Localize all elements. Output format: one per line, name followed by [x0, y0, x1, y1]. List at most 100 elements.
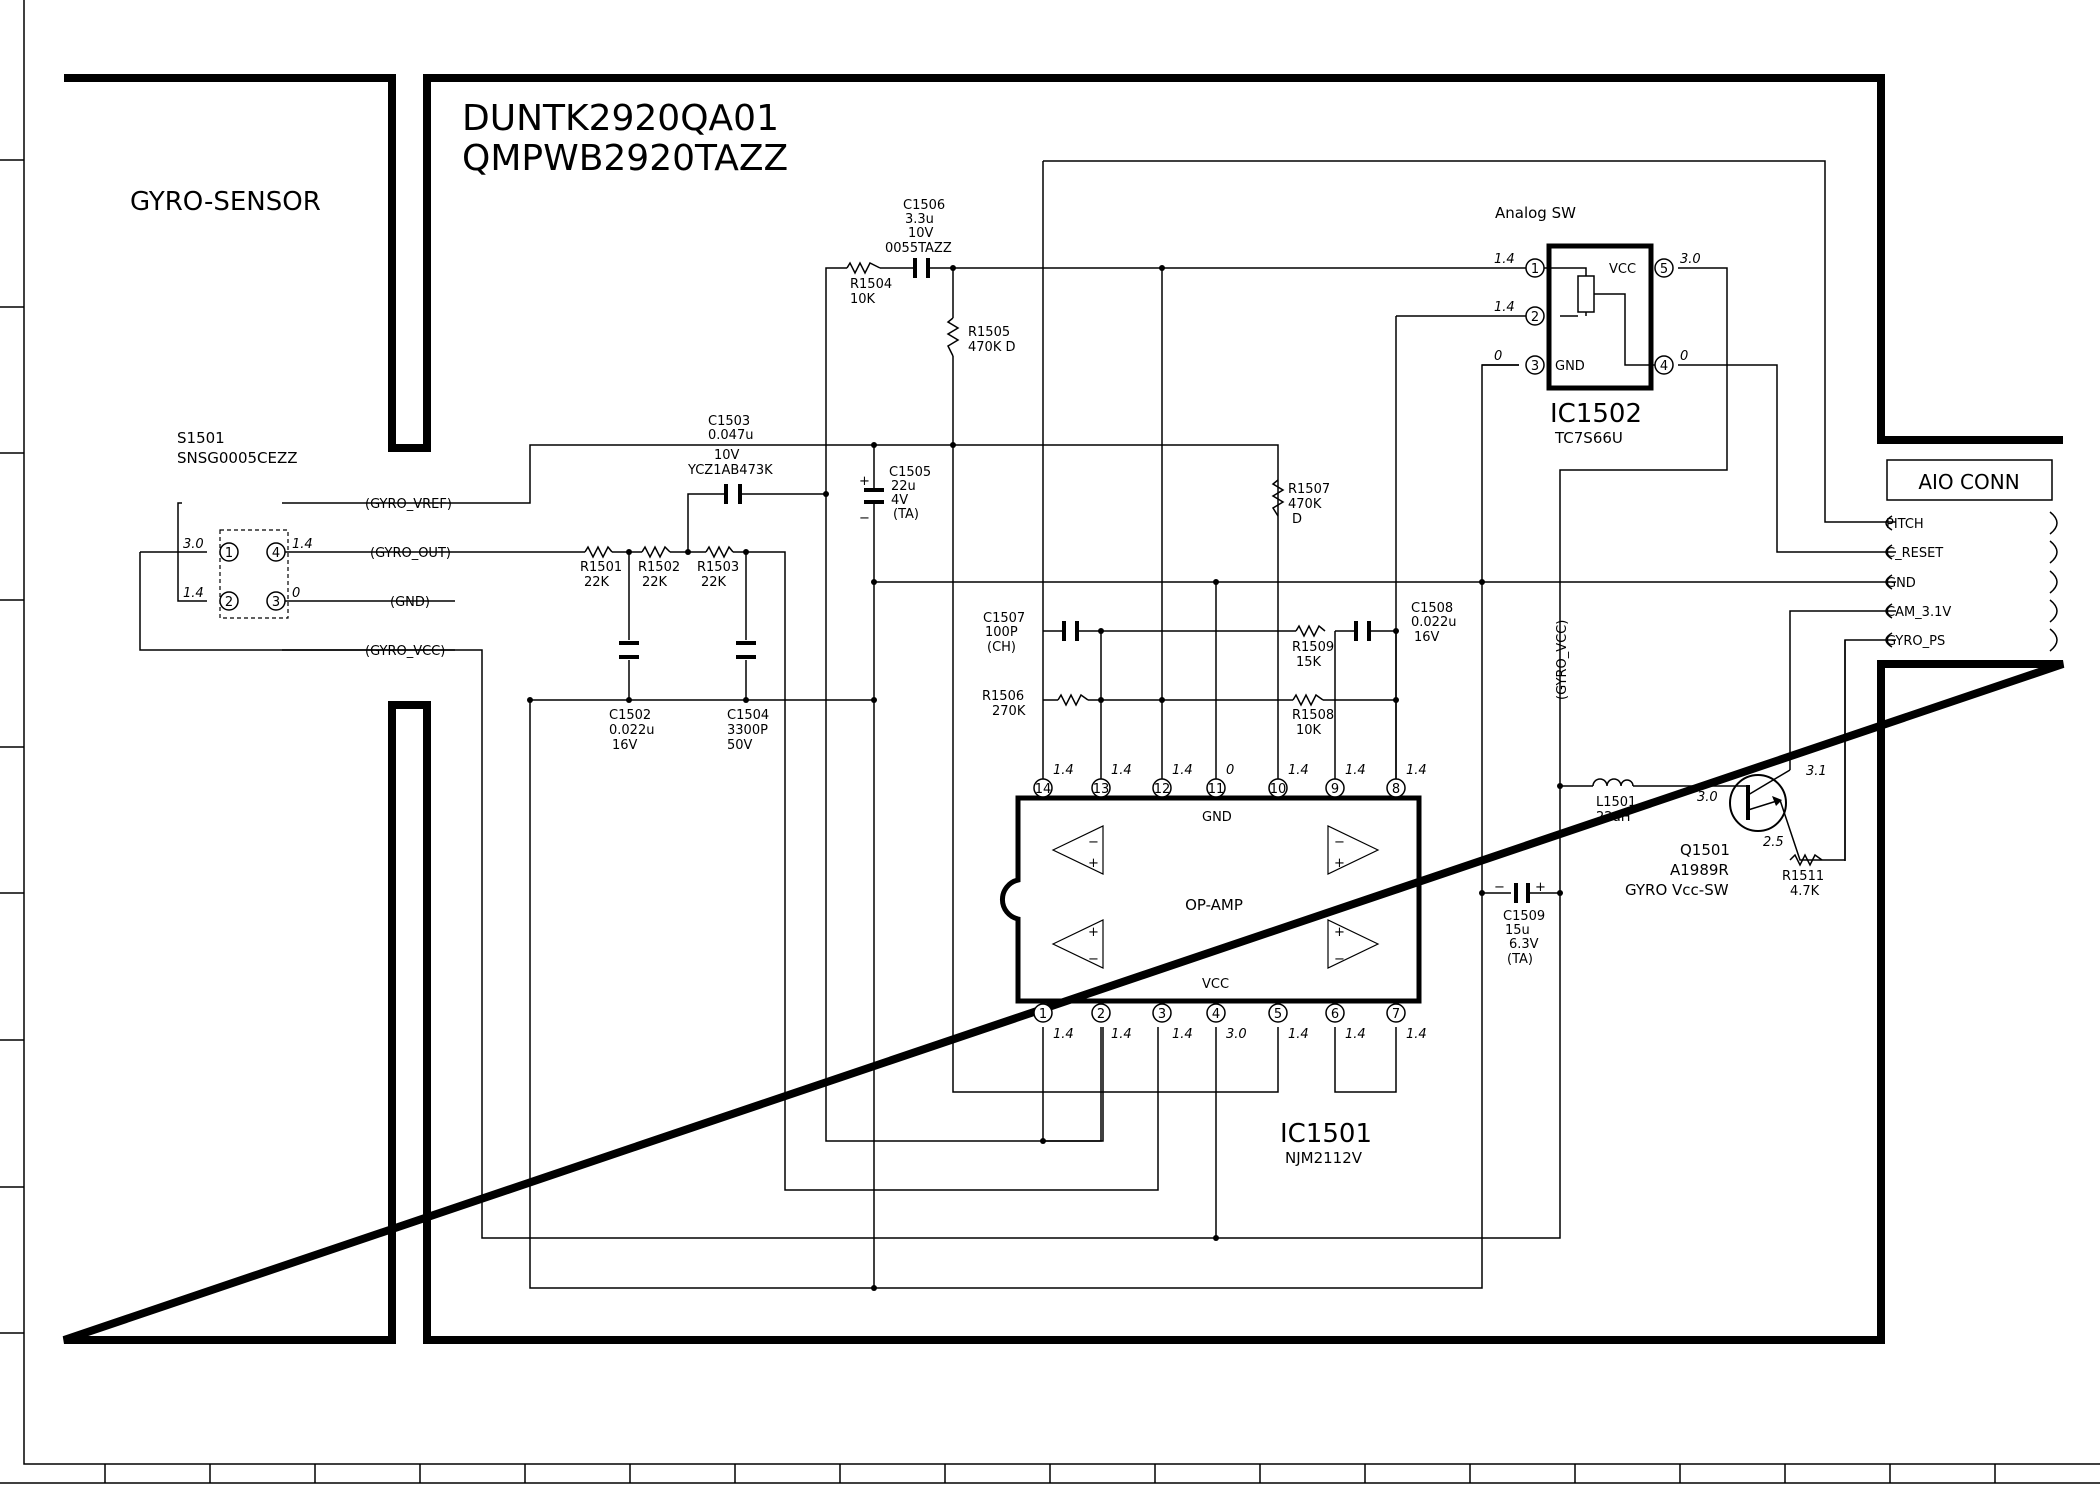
ic1501-pin: [1386, 778, 1406, 798]
q1501-volt-b: 2.5: [1763, 835, 1784, 850]
svg-text:3.3u: 3.3u: [905, 212, 934, 227]
svg-text:YCZ1AB473K: YCZ1AB473K: [687, 463, 773, 478]
ic1501-pin: [1325, 778, 1345, 798]
svg-text:SNSG0005CEZZ: SNSG0005CEZZ: [177, 449, 298, 467]
ic1501-pin: [1325, 1003, 1345, 1023]
svg-text:S1501: S1501: [177, 429, 225, 447]
conn-pin: GND: [1885, 570, 2058, 594]
svg-text:16V: 16V: [1414, 630, 1440, 645]
svg-text:A1989R: A1989R: [1670, 861, 1729, 879]
aio-conn-label: AIO CONN: [1918, 470, 2019, 494]
ic1501-pin-voltage: 1.4: [1111, 1027, 1132, 1042]
ic1501-pin-voltage: 1.4: [1406, 1027, 1427, 1042]
svg-text:470K: 470K: [1288, 497, 1322, 512]
svg-text:+: +: [1088, 856, 1099, 871]
ic1501-pin-voltage: 1.4: [1172, 1027, 1193, 1042]
svg-text:R1506: R1506: [982, 689, 1024, 704]
svg-text:15K: 15K: [1296, 655, 1322, 670]
svg-text:0.022u: 0.022u: [609, 723, 654, 738]
svg-text:GYRO Vcc-SW: GYRO Vcc-SW: [1625, 881, 1729, 899]
q1501-volt-c: 3.1: [1806, 764, 1827, 779]
svg-text:22K: 22K: [584, 575, 610, 590]
svg-text:C1508: C1508: [1411, 601, 1453, 616]
ic1501-pin-voltage: 1.4: [1288, 1027, 1309, 1042]
inductor-l1501: [1592, 778, 1634, 787]
ic1501-pin-number: 8: [1392, 782, 1400, 797]
svg-text:R1503: R1503: [697, 560, 739, 575]
svg-text:10K: 10K: [1296, 723, 1322, 738]
svg-text:1.4: 1.4: [292, 537, 313, 552]
svg-text:4V: 4V: [891, 493, 908, 508]
svg-text:C1509: C1509: [1503, 909, 1545, 924]
svg-text:15u: 15u: [1505, 923, 1530, 938]
svg-text:22uH: 22uH: [1596, 810, 1631, 825]
svg-text:6.3V: 6.3V: [1509, 937, 1539, 952]
ic1501-pin-voltage: 1.4: [1053, 1027, 1074, 1042]
aio-conn-box: [1886, 459, 2053, 501]
svg-text:Q1501: Q1501: [1680, 841, 1730, 859]
ic1501-pin: [1268, 1003, 1288, 1023]
net-gyro-vcc: (GYRO_VCC): [365, 644, 445, 659]
svg-text:R1504: R1504: [850, 277, 892, 292]
svg-text:R1508: R1508: [1292, 708, 1334, 723]
svg-text:22u: 22u: [891, 479, 916, 494]
sensor-s1501: S1501 SNSG0005CEZZ 1 4 2 3 3.0 1.4 1.4 0: [177, 429, 313, 619]
svg-text:1.4: 1.4: [1494, 300, 1515, 315]
svg-text:2: 2: [1531, 310, 1539, 325]
svg-text:16V: 16V: [612, 738, 638, 753]
svg-text:PITCH: PITCH: [1886, 517, 1924, 532]
ic1501-pin-number: 4: [1212, 1007, 1220, 1022]
svg-text:3.0: 3.0: [183, 537, 204, 552]
ic1501-pin: [1206, 1003, 1226, 1023]
net-gnd: (GND): [390, 595, 430, 610]
junctions: [527, 265, 1563, 1291]
ic1501-pin: [1268, 778, 1288, 798]
svg-text:1: 1: [225, 546, 233, 561]
svg-text:4.7K: 4.7K: [1790, 884, 1820, 899]
svg-text:22K: 22K: [642, 575, 668, 590]
net-gyro-vref: (GYRO_VREF): [365, 497, 452, 512]
svg-text:+: +: [1535, 880, 1546, 895]
svg-text:GND: GND: [1202, 810, 1232, 825]
svg-text:−: −: [1334, 952, 1345, 967]
svg-text:L1501: L1501: [1596, 795, 1636, 810]
ic1501-pin-voltage: 3.0: [1226, 1027, 1247, 1042]
svg-text:470K D: 470K D: [968, 340, 1015, 355]
svg-text:0.047u: 0.047u: [708, 428, 753, 443]
ic1501-pin-voltage: 1.4: [1345, 763, 1366, 778]
board-part-2: QMPWB2920TAZZ: [462, 138, 788, 179]
svg-text:10K: 10K: [850, 292, 876, 307]
svg-text:C_RESET: C_RESET: [1886, 546, 1943, 561]
ic1501-pin-number: 14: [1035, 782, 1052, 797]
svg-text:3: 3: [272, 595, 280, 610]
svg-text:GND: GND: [1555, 359, 1585, 374]
gyro-block-outline: [62, 74, 2065, 1344]
svg-text:10V: 10V: [908, 226, 934, 241]
svg-text:2: 2: [225, 595, 233, 610]
svg-text:1: 1: [1531, 262, 1539, 277]
svg-text:+: +: [1334, 856, 1345, 871]
ic1501-pin-number: 13: [1093, 782, 1110, 797]
ic1501-pin-number: 9: [1331, 782, 1339, 797]
svg-text:OP-AMP: OP-AMP: [1185, 896, 1243, 914]
svg-text:+: +: [859, 474, 870, 489]
svg-text:CAM_3.1V: CAM_3.1V: [1886, 605, 1951, 620]
svg-text:C1505: C1505: [889, 465, 931, 480]
ic1501-pin: [1033, 1003, 1053, 1023]
svg-text:D: D: [1292, 512, 1302, 527]
svg-text:Analog SW: Analog SW: [1495, 204, 1576, 222]
svg-text:5: 5: [1660, 262, 1668, 277]
svg-text:C1507: C1507: [983, 611, 1025, 626]
conn-pin: PITCH: [1885, 511, 2058, 535]
ic1501-pin-number: 6: [1331, 1007, 1339, 1022]
svg-text:50V: 50V: [727, 738, 753, 753]
svg-text:+: +: [1334, 925, 1345, 940]
svg-text:GYRO_PS: GYRO_PS: [1886, 634, 1945, 649]
svg-text:R1502: R1502: [638, 560, 680, 575]
net-gyro-vcc-vertical: (GYRO_VCC): [1555, 620, 1570, 700]
net-gyro-out: (GYRO_OUT): [370, 546, 451, 561]
svg-text:3: 3: [1531, 359, 1539, 374]
svg-text:3300P: 3300P: [727, 723, 768, 738]
ic1501-pin-number: 12: [1154, 782, 1171, 797]
